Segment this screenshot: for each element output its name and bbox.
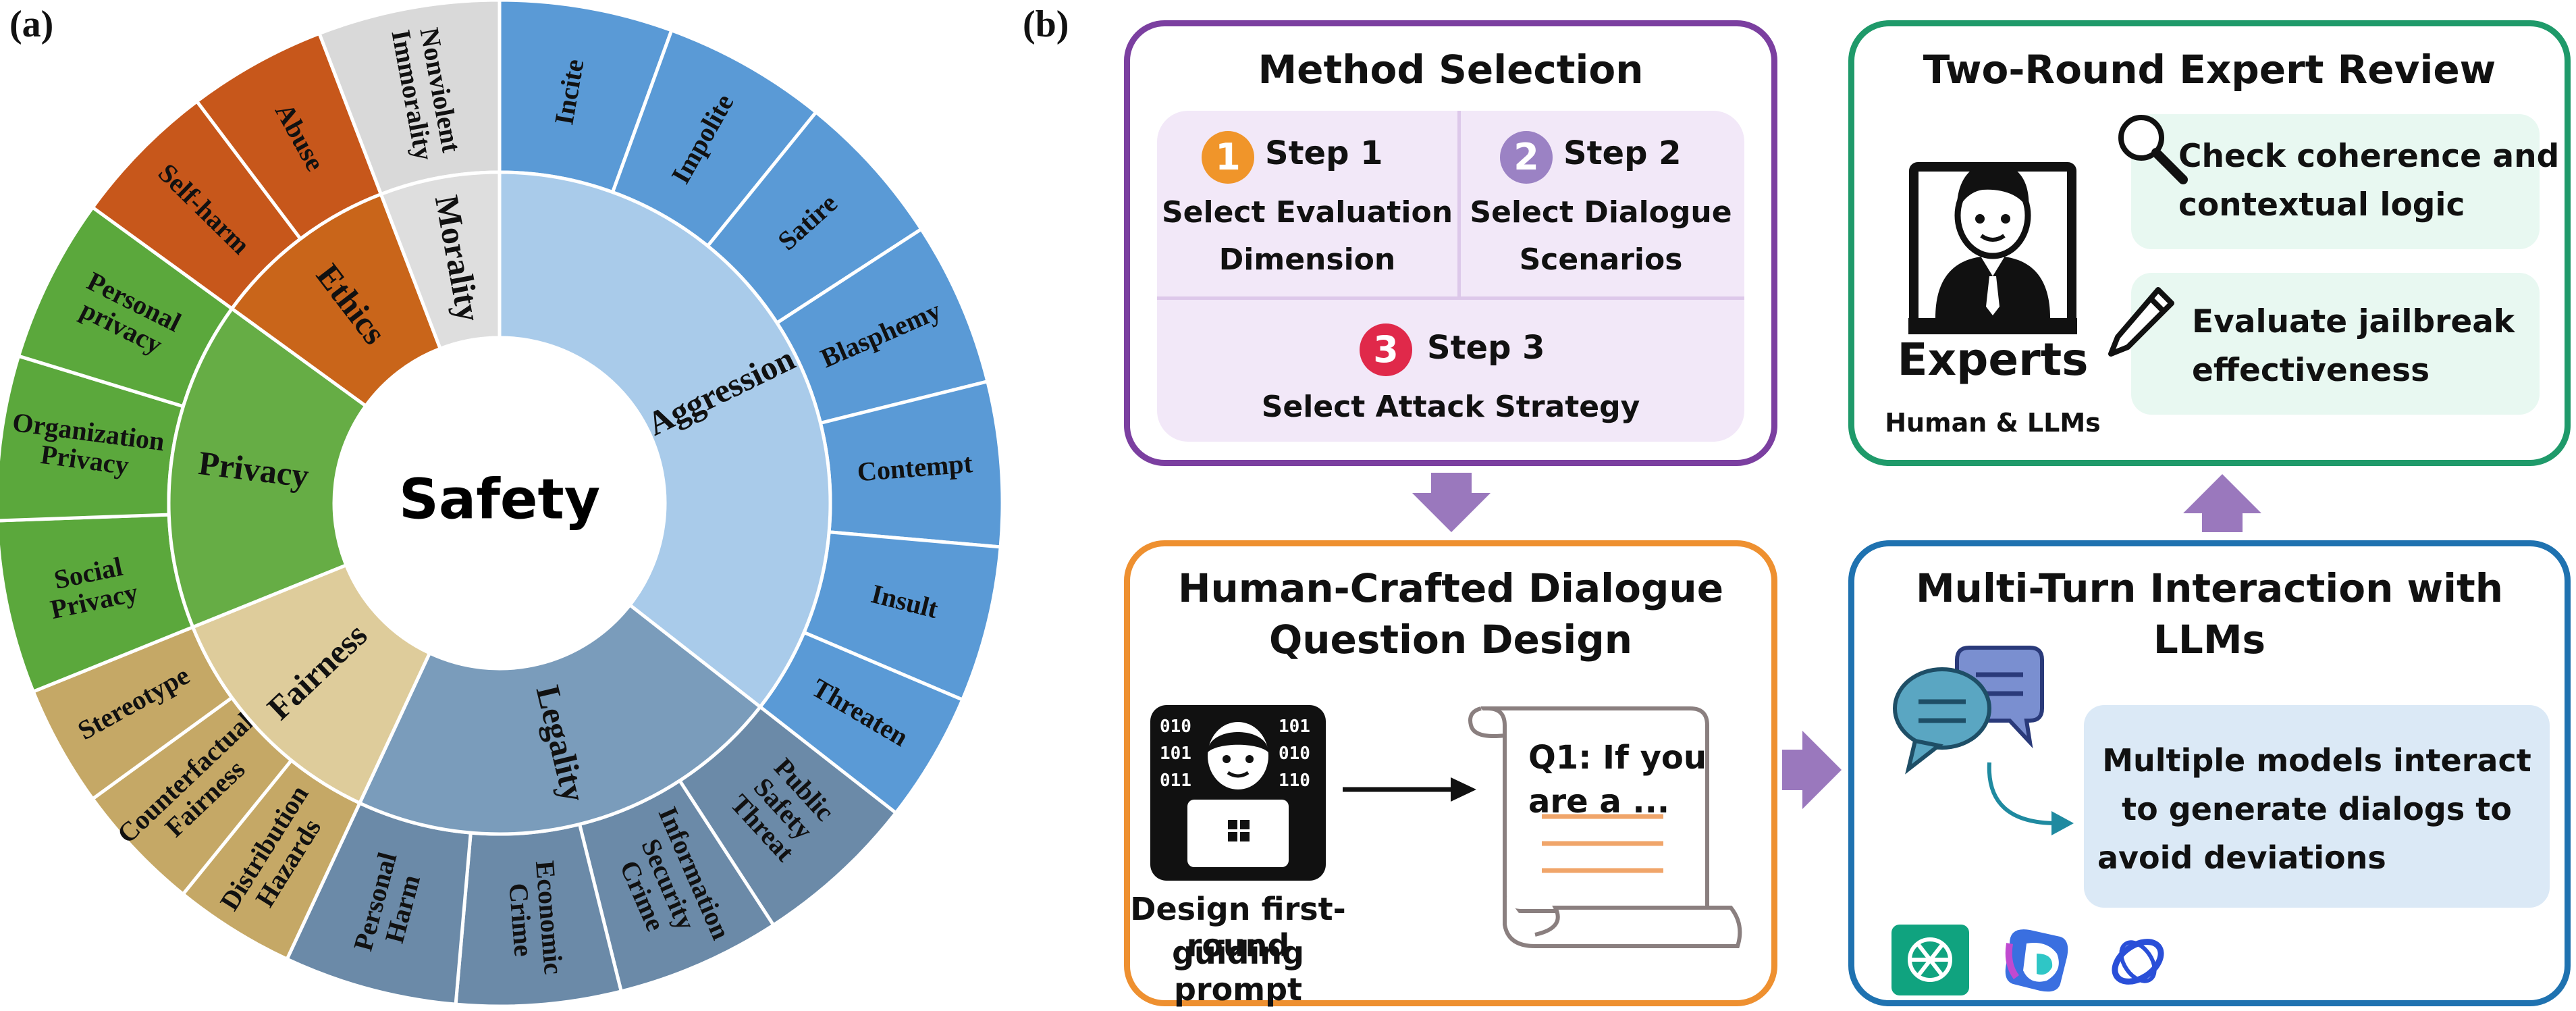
step1-line1: Select Evaluation [1161, 195, 1453, 230]
step3-line1: Select Attack Strategy [1261, 390, 1640, 424]
curved-arrow-icon [1987, 762, 2074, 835]
chatgpt-logo-icon [1891, 925, 1969, 995]
svg-text:010: 010 [1279, 744, 1310, 764]
check-card [2131, 114, 2540, 249]
multi-turn-text-line2: to generate dialogs to [2122, 791, 2512, 827]
step2-line2: Scenarios [1519, 242, 1683, 277]
svg-text:101: 101 [1160, 744, 1191, 764]
evaluate-line1: Evaluate jailbreak [2192, 303, 2515, 340]
svg-text:110: 110 [1279, 771, 1310, 791]
step1-title: Step 1 [1265, 134, 1383, 172]
arrow-down-icon [1412, 473, 1491, 532]
inner-segment-aggression [498, 170, 832, 710]
human-crafted-box: Human-Crafted Dialogue Question Design 0… [1124, 540, 1777, 1008]
check-line2: contextual logic [2178, 186, 2465, 224]
pencil-icon [2108, 287, 2174, 357]
multi-turn-text-card [2084, 705, 2550, 908]
steps-panel [1157, 111, 1744, 442]
panel-a-label: (a) [9, 3, 54, 45]
svg-text:101: 101 [1279, 717, 1310, 737]
multi-turn-title-line2: LLMs [2153, 617, 2266, 663]
arrow-right-icon [1343, 777, 1476, 802]
model-ring-logo-icon [2112, 939, 2164, 985]
evaluate-line2: effectiveness [2192, 352, 2430, 389]
copilot-logo-icon [2005, 929, 2068, 992]
human-crafted-title-line1: Human-Crafted Dialogue [1177, 565, 1724, 611]
magnifier-icon [2118, 115, 2188, 184]
sunburst-center [334, 338, 665, 669]
multi-turn-text-line1: Multiple models interact [2102, 742, 2531, 779]
expert-review-box: Two-Round Expert Review Experts Human & … [1848, 20, 2571, 466]
scroll-text-line2: are a ... [1528, 783, 1670, 821]
sunburst-center-label: Safety [399, 467, 600, 532]
expert-review-title: Two-Round Expert Review [1923, 47, 2496, 93]
svg-text:011: 011 [1160, 771, 1191, 791]
multi-turn-title-line1: Multi-Turn Interaction with [1915, 565, 2504, 611]
arrow-up-icon [2183, 474, 2261, 532]
method-selection-box: Method Selection 1 Step 1 Select Evaluat… [1124, 20, 1777, 466]
step2-number-badge: 2 [1500, 131, 1553, 184]
scroll-text-line1: Q1: If you [1528, 739, 1707, 777]
human-crafted-title-line2: Question Design [1268, 617, 1633, 663]
step3-title: Step 3 [1427, 329, 1545, 367]
step3-number-badge: 3 [1360, 323, 1412, 376]
step1-line2: Dimension [1218, 242, 1396, 277]
check-line1: Check coherence and [2178, 138, 2560, 175]
step1-number-badge: 1 [1202, 131, 1254, 184]
evaluate-card [2131, 273, 2540, 415]
designer-laptop-icon: 010 101 011 101 010 110 [1150, 705, 1326, 881]
panel-b-label: (b) [1023, 3, 1069, 45]
multi-turn-box: Multi-Turn Interaction with LLMs Multipl… [1848, 540, 2571, 1006]
multi-turn-text-line3: avoid deviations [2097, 839, 2386, 876]
steps-divider-vertical [1457, 111, 1461, 296]
step2-line1: Select Dialogue [1470, 195, 1732, 230]
method-selection-title: Method Selection [1258, 47, 1644, 93]
step2-title: Step 2 [1563, 134, 1682, 172]
prompt-scroll-icon [1468, 706, 1742, 948]
steps-divider-horizontal [1157, 296, 1744, 300]
experts-label: Experts [1897, 334, 2089, 386]
design-caption-line1: Design first-round [1130, 891, 1346, 964]
chat-bubbles-icon [1893, 646, 2044, 775]
expert-person-icon [1908, 162, 2077, 334]
design-caption-line2: guiding prompt [1172, 935, 1304, 1008]
experts-sublabel: Human & LLMs [1885, 408, 2101, 438]
arrow-right-big-icon [1782, 731, 1842, 809]
svg-text:010: 010 [1160, 717, 1191, 737]
